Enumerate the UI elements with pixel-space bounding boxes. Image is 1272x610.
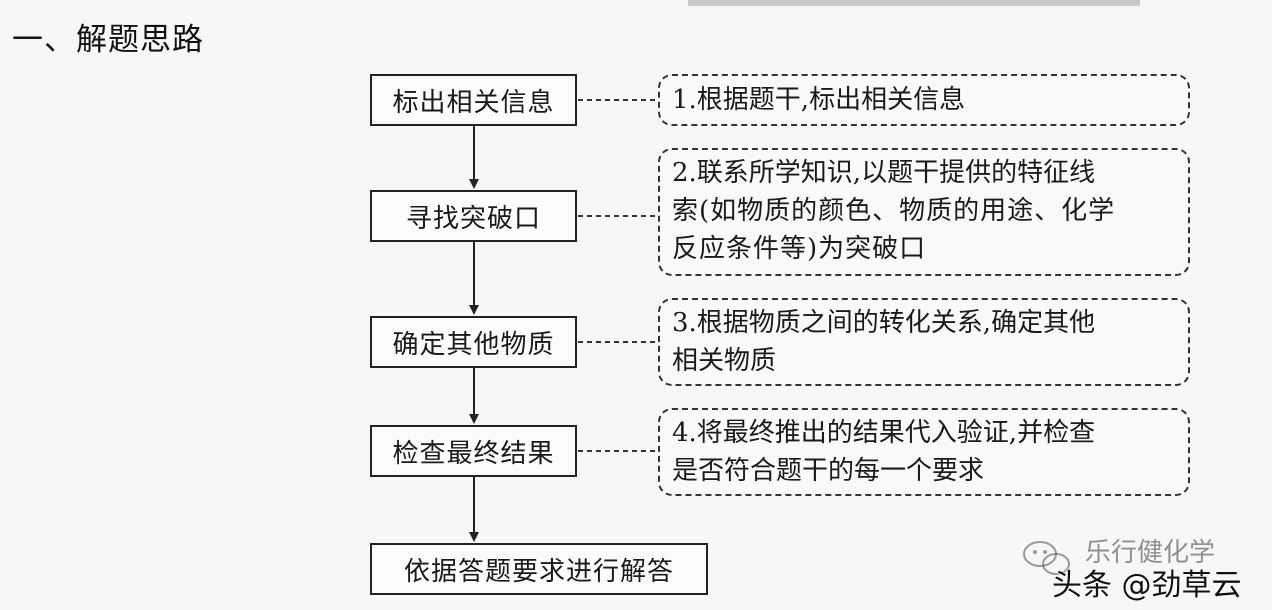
wechat-logo-icon (1023, 541, 1070, 575)
note-line: 是否符合题干的每一个要求 (672, 456, 985, 486)
note-line: 3.根据物质之间的转化关系,确定其他 (672, 308, 1096, 338)
step-box-5: 依据答题要求进行解答 (370, 543, 708, 595)
step-box-4: 检查最终结果 (370, 425, 577, 477)
note-box-3: 3.根据物质之间的转化关系,确定其他 相关物质 (658, 298, 1190, 386)
note-line: 反应条件等)为突破口 (672, 234, 927, 264)
watermark-account: 乐行健化学 (1085, 538, 1216, 568)
note-line: 4.将最终推出的结果代入验证,并检查 (672, 418, 1096, 448)
note-line: 1.根据题干,标出相关信息 (672, 85, 966, 115)
note-line: 相关物质 (672, 346, 777, 376)
note-line: 2.联系所学知识,以题干提供的特征线 (672, 158, 1096, 188)
top-decorative-bar (688, 0, 1140, 6)
watermark-source: 头条 @劲草云 (1052, 568, 1242, 603)
page-title: 一、解题思路 (12, 22, 204, 58)
step-box-3: 确定其他物质 (370, 316, 577, 368)
step-box-2: 寻找突破口 (370, 190, 577, 242)
note-line: 索(如物质的颜色、物质的用途、化学 (672, 196, 1116, 226)
step-box-1: 标出相关信息 (370, 74, 577, 126)
note-box-4: 4.将最终推出的结果代入验证,并检查 是否符合题干的每一个要求 (658, 408, 1190, 496)
note-box-2: 2.联系所学知识,以题干提供的特征线 索(如物质的颜色、物质的用途、化学 反应条… (658, 148, 1190, 276)
note-box-1: 1.根据题干,标出相关信息 (658, 74, 1190, 126)
